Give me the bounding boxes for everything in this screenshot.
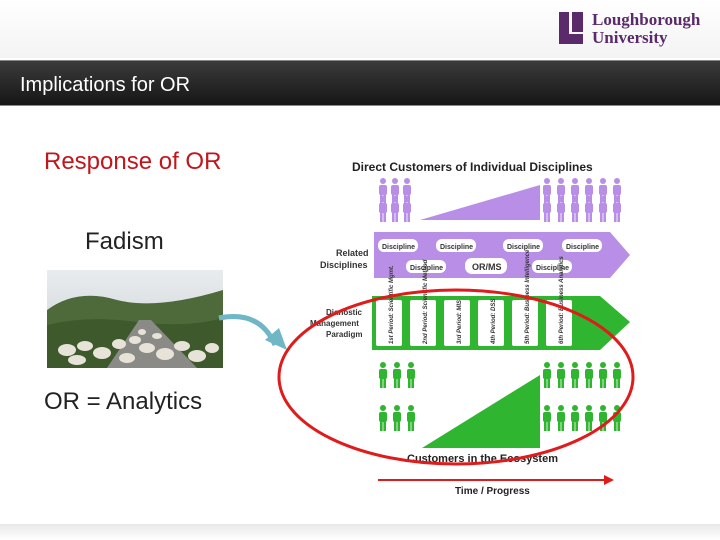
top-title: Direct Customers of Individual Disciplin…	[352, 160, 593, 174]
purple-people-left	[379, 178, 411, 222]
footer-band	[0, 524, 720, 540]
university-logo	[559, 12, 583, 44]
period-boxes	[376, 300, 572, 346]
connector-arrow	[218, 314, 287, 350]
period-3: 3rd Period: MIS	[457, 300, 463, 344]
purple-triangle	[420, 185, 540, 220]
highlight-ellipse	[277, 288, 635, 466]
center-label: OR/MS	[472, 262, 502, 272]
fadism-label: Fadism	[85, 228, 164, 255]
time-label: Time / Progress	[455, 486, 530, 497]
header-bar	[0, 60, 720, 106]
bottom-title: Customers in the Ecosystem	[407, 453, 558, 465]
discipline-6: Discipline	[536, 265, 569, 272]
paradigm-label-3: Paradigm	[326, 330, 362, 339]
discipline-3: Discipline	[507, 244, 540, 251]
related-label-1: Related	[336, 248, 369, 258]
analytics-evolution-diagram: Direct Customers of Individual Disciplin…	[310, 160, 630, 497]
purple-people-right	[543, 178, 621, 222]
discipline-2: Discipline	[440, 244, 473, 251]
period-4: 4th Period: DSS	[491, 299, 497, 345]
page-title: Implications for OR	[20, 74, 191, 96]
related-label-2: Disciplines	[320, 260, 368, 270]
paradigm-label-1: Dianostic	[326, 308, 363, 317]
response-heading: Response of OR	[44, 148, 222, 175]
analytics-label: OR = Analytics	[44, 388, 203, 415]
discipline-4: Discipline	[566, 244, 599, 251]
discipline-pills: Discipline Discipline Discipline Discipl…	[378, 239, 602, 274]
paradigm-label-2: Management	[310, 319, 359, 328]
discipline-5: Discipline	[410, 265, 443, 272]
logo-line-1: Loughborough	[592, 10, 701, 29]
time-arrow-head	[604, 475, 614, 485]
logo-text: Loughborough University	[592, 11, 700, 47]
period-6: 6th Period: Business Analytics	[559, 256, 565, 344]
top-band	[0, 0, 720, 58]
period-2: 2nd Period: Scientific Method	[423, 259, 429, 345]
sheep-photo	[47, 270, 223, 368]
logo-line-2: University	[592, 28, 668, 47]
green-triangle	[422, 375, 540, 448]
discipline-1: Discipline	[382, 244, 415, 251]
period-1: 1st Period: Scientific Mgmt.	[389, 265, 395, 344]
